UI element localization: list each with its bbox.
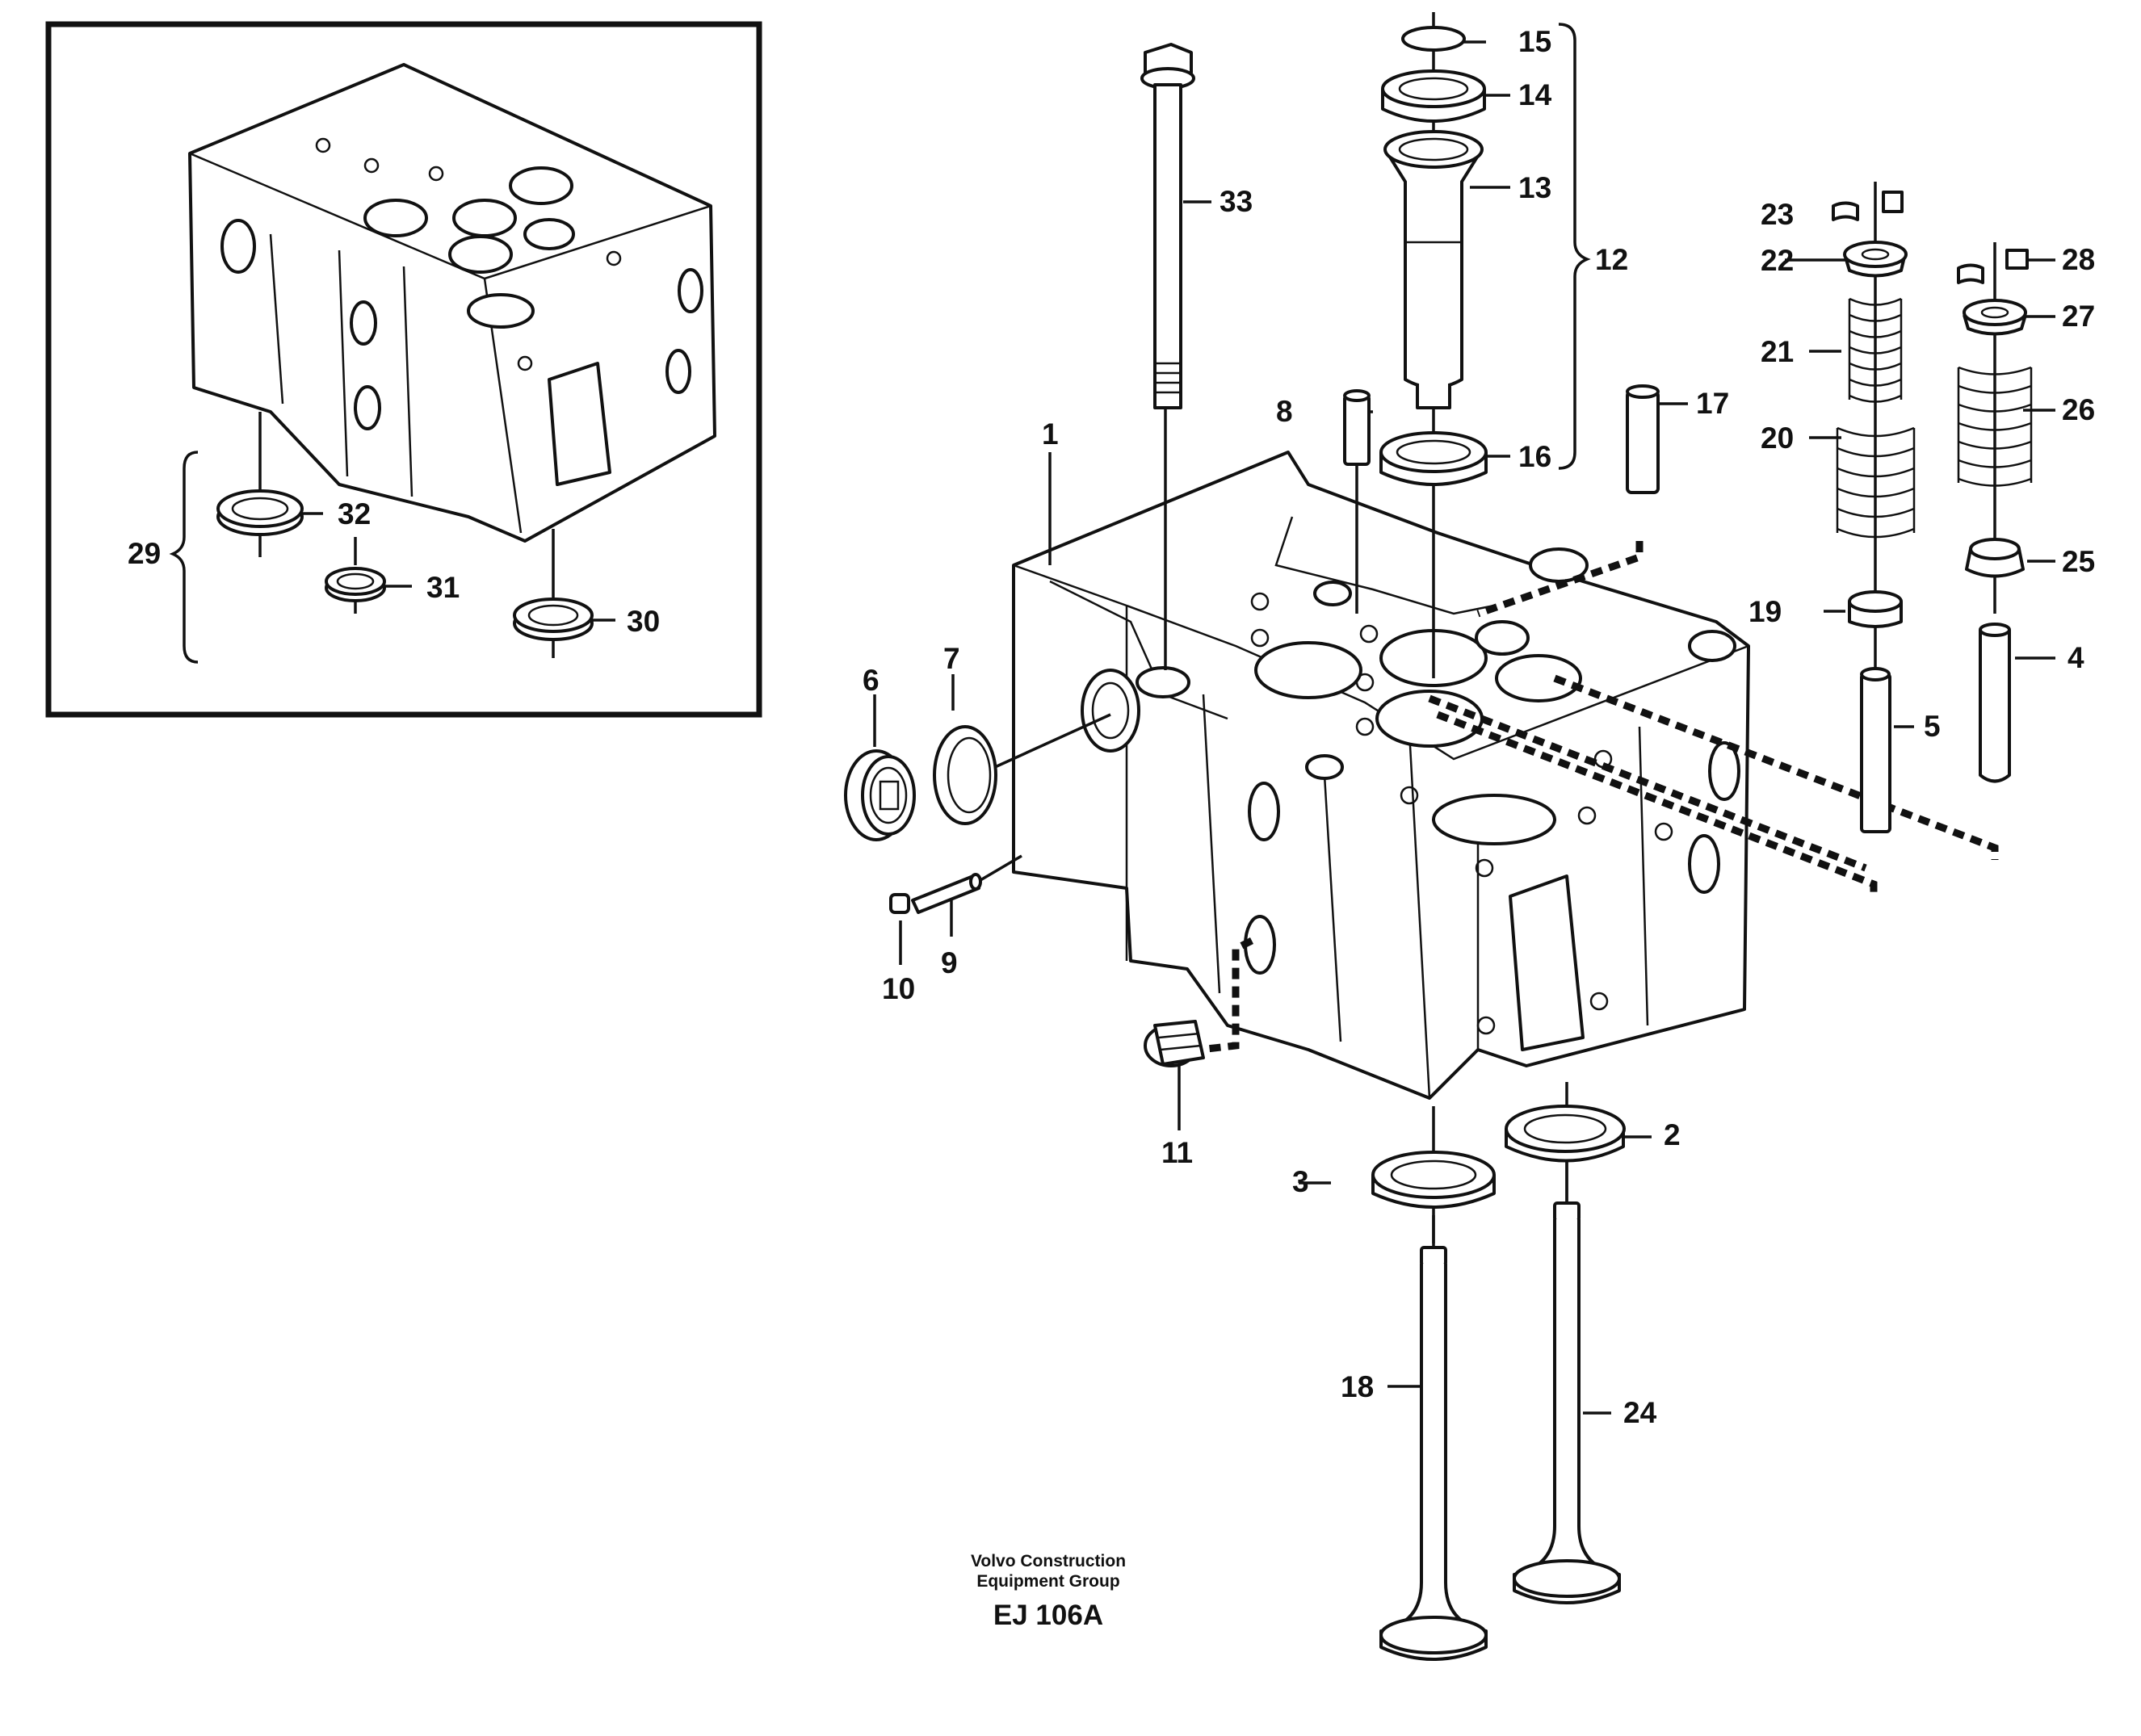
inset-seal-ring-31 — [325, 567, 386, 602]
valve-guide-4 — [1979, 623, 2011, 783]
plug-11 — [1144, 1020, 1205, 1067]
callout-20: 20 — [1761, 421, 1794, 455]
seal-ring-14 — [1381, 69, 1486, 123]
pin-9 — [911, 873, 982, 914]
valve-24 — [1513, 1201, 1621, 1604]
callout-30: 30 — [627, 605, 660, 638]
valve-seat-ring-2 — [1505, 1105, 1626, 1163]
inset-panel: 29 32 31 30 — [45, 21, 762, 718]
caption-block: Volvo Construction Equipment Group EJ 10… — [971, 1552, 1126, 1631]
valve-stem-seal-25 — [1965, 538, 2025, 578]
valve-18 — [1379, 1246, 1488, 1661]
callout-18: 18 — [1341, 1370, 1374, 1403]
callout-22: 22 — [1761, 244, 1794, 277]
assembly-dashed-paths — [1199, 541, 1999, 1054]
caption-company-line-2: Equipment Group — [976, 1572, 1119, 1591]
callout-33: 33 — [1220, 185, 1253, 218]
callout-25: 25 — [2062, 545, 2095, 578]
valve-stem-seal-19 — [1848, 590, 1903, 628]
o-ring-15 — [1401, 26, 1466, 52]
callout-4: 4 — [2068, 641, 2084, 674]
inset-cylinder-head — [188, 63, 716, 543]
group-bracket-29 — [169, 451, 199, 664]
bolt-33 — [1140, 43, 1195, 409]
callout-8: 8 — [1276, 395, 1293, 428]
spring-retainer-22 — [1843, 241, 1908, 278]
callout-21: 21 — [1761, 335, 1794, 368]
callout-10: 10 — [882, 972, 915, 1005]
callout-17: 17 — [1696, 387, 1729, 420]
callout-27: 27 — [2062, 300, 2095, 333]
callout-5: 5 — [1924, 710, 1941, 743]
callout-32: 32 — [338, 497, 371, 530]
callout-1: 1 — [1042, 417, 1059, 451]
callout-labels: 1 2 3 4 5 6 7 8 9 10 11 12 13 14 15 16 1… — [863, 25, 2095, 1429]
callout-24: 24 — [1623, 1396, 1657, 1429]
valve-spring-26 — [1957, 366, 2033, 487]
callout-13: 13 — [1518, 171, 1551, 204]
pin-17 — [1626, 384, 1660, 494]
inset-frame — [45, 21, 762, 718]
valve-spring-20 — [1836, 426, 1916, 539]
inset-seal-ring-32 — [216, 489, 304, 536]
callout-31: 31 — [426, 571, 460, 604]
seal-ring-16 — [1379, 431, 1488, 486]
injector-sleeve-13 — [1383, 130, 1484, 409]
spring-retainer-27 — [1963, 299, 2027, 336]
callout-26: 26 — [2062, 393, 2095, 426]
caption-company-line-1: Volvo Construction — [971, 1552, 1126, 1570]
inset-seal-ring-30 — [513, 598, 594, 641]
callout-19: 19 — [1748, 595, 1782, 628]
plug-6 — [844, 749, 916, 841]
callout-14: 14 — [1518, 78, 1552, 111]
cylinder-head-1 — [1012, 451, 1750, 1100]
callout-6: 6 — [863, 664, 879, 697]
caption-drawing-code: EJ 106A — [993, 1600, 1103, 1631]
callout-28: 28 — [2062, 243, 2095, 276]
callout-12: 12 — [1595, 243, 1628, 276]
callout-11: 11 — [1161, 1136, 1193, 1169]
valve-spring-21 — [1848, 297, 1903, 403]
pin-10 — [889, 893, 910, 914]
dowel-pin-8 — [1343, 389, 1371, 466]
callout-29: 29 — [128, 537, 161, 570]
seal-ring-7 — [933, 725, 997, 825]
valve-guide-5 — [1860, 667, 1891, 833]
callout-16: 16 — [1518, 440, 1551, 473]
callout-7: 7 — [943, 642, 960, 675]
valve-seat-ring-3 — [1371, 1151, 1496, 1209]
callout-9: 9 — [941, 946, 958, 979]
callout-15: 15 — [1518, 25, 1551, 58]
callout-3: 3 — [1292, 1165, 1309, 1198]
valve-collet-23 — [1832, 191, 1904, 221]
callout-23: 23 — [1761, 198, 1794, 231]
callout-2: 2 — [1664, 1118, 1681, 1151]
valve-collet-28 — [1957, 249, 2029, 284]
